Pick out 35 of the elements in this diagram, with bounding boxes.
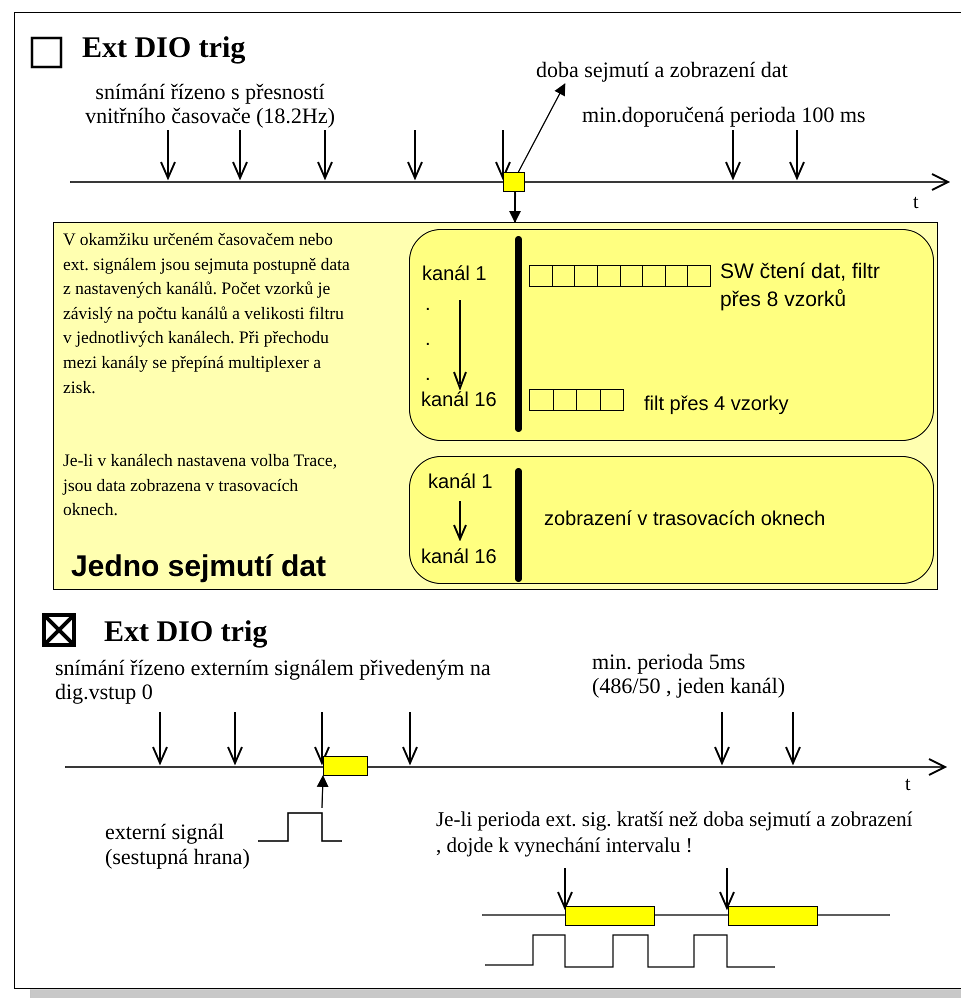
timing-note: snímání řízeno externím signálem přivedeným na dig.vstup 0 [55, 656, 492, 704]
filter-note: filt přes 4 vzorky [644, 392, 790, 416]
sample-box [565, 906, 655, 926]
sample-box [728, 906, 818, 926]
timing-note: snímání řízeno s přesností vnitřního časovače (18.2Hz) [84, 80, 336, 128]
channel-label: kanál 16 [421, 545, 498, 569]
signal-label: (sestupná hrana) [105, 845, 251, 869]
period-note: min. perioda 5ms (486/50 , jeden kanál) [592, 650, 786, 698]
period-note: min.doporučená perioda 100 ms [582, 103, 866, 127]
description-paragraph: Je-li v kanálech nastavena volba Trace, jsou data zobrazena v trasovacích oknech. [63, 449, 338, 522]
rounded-panel [409, 229, 934, 441]
annotation-text: doba sejmutí a zobrazení dat [536, 56, 856, 84]
display-note: zobrazení v trasovacích oknech [544, 507, 826, 531]
signal-label: externí signál [105, 820, 226, 844]
channel-label: kanál 16 [421, 388, 498, 412]
panel-title: Jedno sejmutí dat [71, 549, 328, 585]
warning-note: Je-li perioda ext. sig. kratší než doba sejmutí a zobrazení , dojde k vynechání intervalu ! [436, 806, 914, 858]
ellipsis-dot: . [425, 362, 432, 386]
sample-box [323, 756, 368, 776]
sample-box [503, 172, 525, 192]
axis-label: t [905, 772, 912, 796]
channel-label: kanál 1 [422, 262, 488, 286]
arrow [509, 192, 522, 223]
description-paragraph: V okamžiku určeném časovačem nebo ext. signálem jsou sejmuta postupně data z nastavených kanálů. Počet vzorků je závislý na počtu kanálů a velikosti filtru v jednotlivých kanálech. Při přechodu mezi kanály se přepíná multiplexer a zisk. [63, 228, 351, 399]
ellipsis-dot: . [425, 292, 432, 316]
arrow [518, 83, 566, 172]
rounded-panel [409, 456, 934, 584]
section-title: Ext DIO trig [104, 614, 268, 650]
ellipsis-dot: . [425, 327, 432, 351]
section-title: Ext DIO trig [82, 30, 246, 66]
axis-label: t [913, 190, 920, 214]
channel-label: kanál 1 [428, 470, 494, 494]
filter-note: SW čtení dat, filtr přes 8 vzorků [720, 259, 881, 313]
arrow [316, 775, 329, 808]
info-panel [53, 222, 938, 590]
